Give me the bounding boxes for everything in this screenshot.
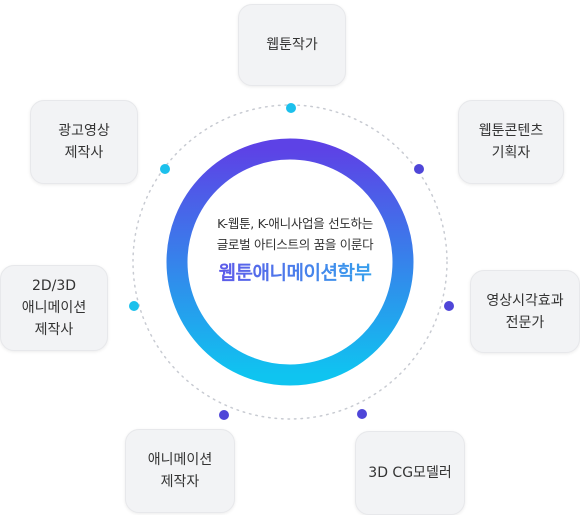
orbit-dot-left [129,301,139,311]
orbit-dot-top [286,103,296,113]
orbit-dot-right [444,301,454,311]
career-card-2d3d-animation-studio: 2D/3D 애니메이션 제작사 [0,265,108,351]
career-card-ad-video-studio: 광고영상 제작사 [30,100,138,184]
gradient-ring [166,138,414,386]
dotted-orbit [132,104,448,420]
department-title: 웹툰애니메이션학부 [170,258,420,285]
career-card-webtoon-content-planner: 웹툰콘텐츠 기획자 [458,100,564,184]
career-card-3d-cg-modeler: 3D CG모델러 [355,431,465,515]
orbit-dot-bottom-right [357,409,367,419]
career-card-vfx-specialist: 영상시각효과 전문가 [470,270,580,353]
center-tagline: K-웹툰, K-애니사업을 선도하는 글로벌 아티스트의 꿈을 이룬다 [216,216,374,252]
career-card-webtoon-artist: 웹툰작가 [238,4,346,86]
orbit-dot-top-right [414,164,424,174]
career-card-animation-producer: 애니메이션 제작자 [125,429,235,513]
orbit-dot-bottom-left [219,410,229,420]
center-content: K-웹툰, K-애니사업을 선도하는 글로벌 아티스트의 꿈을 이룬다 웹툰애니… [170,213,420,285]
orbit-dot-top-left [160,164,170,174]
